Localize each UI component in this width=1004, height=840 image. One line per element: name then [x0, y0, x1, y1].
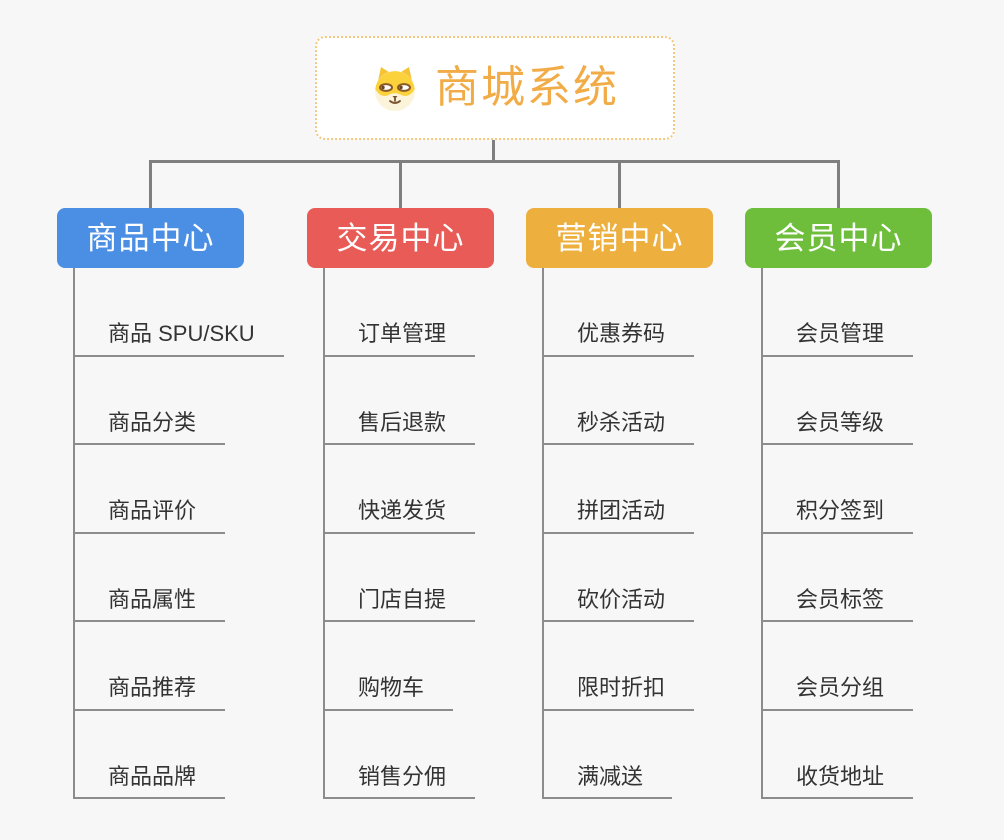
- leaf-node[interactable]: 快递发货: [325, 445, 476, 534]
- leaf-label: 商品品牌: [108, 763, 197, 789]
- branch-header-label: 会员中心: [774, 220, 903, 256]
- branch-header-marketing[interactable]: 营销中心: [526, 208, 713, 268]
- branch-header-member[interactable]: 会员中心: [745, 208, 932, 268]
- leaf-node[interactable]: 商品品牌: [75, 711, 226, 799]
- leaf-label: 商品分类: [108, 409, 197, 435]
- leaf-node[interactable]: 满减送: [544, 711, 673, 799]
- leaf-label: 销售分佣: [358, 763, 447, 789]
- leaf-node[interactable]: 商品 SPU/SKU: [75, 268, 284, 357]
- leaf-node[interactable]: 限时折扣: [544, 622, 695, 711]
- leaf-label: 购物车: [358, 675, 425, 701]
- leaf-label: 秒杀活动: [577, 409, 666, 435]
- leaf-node[interactable]: 销售分佣: [325, 711, 476, 799]
- leaf-label: 会员等级: [796, 409, 885, 435]
- connector-drop-goods: [149, 160, 152, 208]
- branch-header-trade[interactable]: 交易中心: [307, 208, 494, 268]
- leaf-label: 商品 SPU/SKU: [108, 321, 255, 347]
- leaf-label: 满减送: [577, 763, 644, 789]
- leaf-label: 优惠券码: [577, 321, 666, 347]
- branch-header-label: 营销中心: [555, 220, 684, 256]
- branch-header-goods[interactable]: 商品中心: [57, 208, 244, 268]
- connector-drop-marketing: [618, 160, 621, 208]
- connector-drop-member: [837, 160, 840, 208]
- connector-root-stub: [492, 140, 495, 163]
- leaf-node[interactable]: 优惠券码: [544, 268, 695, 357]
- branch-children-marketing: 优惠券码 秒杀活动 拼团活动 砍价活动 限时折扣 满减送: [542, 268, 695, 799]
- leaf-node[interactable]: 会员等级: [763, 357, 914, 445]
- connector-drop-trade: [399, 160, 402, 208]
- leaf-label: 会员分组: [796, 675, 885, 701]
- leaf-label: 快递发货: [358, 498, 447, 524]
- leaf-label: 积分签到: [796, 498, 885, 524]
- leaf-label: 砍价活动: [577, 586, 666, 612]
- leaf-label: 商品推荐: [108, 675, 197, 701]
- leaf-node[interactable]: 商品分类: [75, 357, 226, 445]
- leaf-node[interactable]: 积分签到: [763, 445, 914, 534]
- leaf-label: 限时折扣: [577, 675, 666, 701]
- leaf-label: 订单管理: [358, 321, 447, 347]
- branch-children-member: 会员管理 会员等级 积分签到 会员标签 会员分组 收货地址: [761, 268, 914, 799]
- leaf-label: 会员管理: [796, 321, 885, 347]
- leaf-label: 商品评价: [108, 498, 197, 524]
- leaf-node[interactable]: 订单管理: [325, 268, 476, 357]
- leaf-node[interactable]: 门店自提: [325, 534, 476, 622]
- leaf-node[interactable]: 商品推荐: [75, 622, 226, 711]
- branch-header-label: 交易中心: [336, 220, 465, 256]
- leaf-node[interactable]: 购物车: [325, 622, 454, 711]
- leaf-node[interactable]: 秒杀活动: [544, 357, 695, 445]
- leaf-label: 收货地址: [796, 763, 885, 789]
- leaf-node[interactable]: 商品属性: [75, 534, 226, 622]
- connector-horizontal-bar: [149, 160, 840, 163]
- shiba-dog-icon: [371, 65, 419, 111]
- leaf-node[interactable]: 会员标签: [763, 534, 914, 622]
- leaf-node[interactable]: 拼团活动: [544, 445, 695, 534]
- leaf-label: 会员标签: [796, 586, 885, 612]
- branch-children-goods: 商品 SPU/SKU 商品分类 商品评价 商品属性 商品推荐 商品品牌: [73, 268, 284, 799]
- leaf-node[interactable]: 售后退款: [325, 357, 476, 445]
- leaf-label: 拼团活动: [577, 498, 666, 524]
- root-node[interactable]: 商城系统: [315, 36, 675, 140]
- leaf-node[interactable]: 会员分组: [763, 622, 914, 711]
- leaf-node[interactable]: 会员管理: [763, 268, 914, 357]
- branch-header-label: 商品中心: [86, 220, 215, 256]
- leaf-node[interactable]: 收货地址: [763, 711, 914, 799]
- leaf-node[interactable]: 商品评价: [75, 445, 226, 534]
- leaf-node[interactable]: 砍价活动: [544, 534, 695, 622]
- leaf-label: 门店自提: [358, 586, 447, 612]
- leaf-label: 售后退款: [358, 409, 447, 435]
- root-label: 商城系统: [435, 63, 619, 112]
- branch-children-trade: 订单管理 售后退款 快递发货 门店自提 购物车 销售分佣: [323, 268, 476, 799]
- leaf-label: 商品属性: [108, 586, 197, 612]
